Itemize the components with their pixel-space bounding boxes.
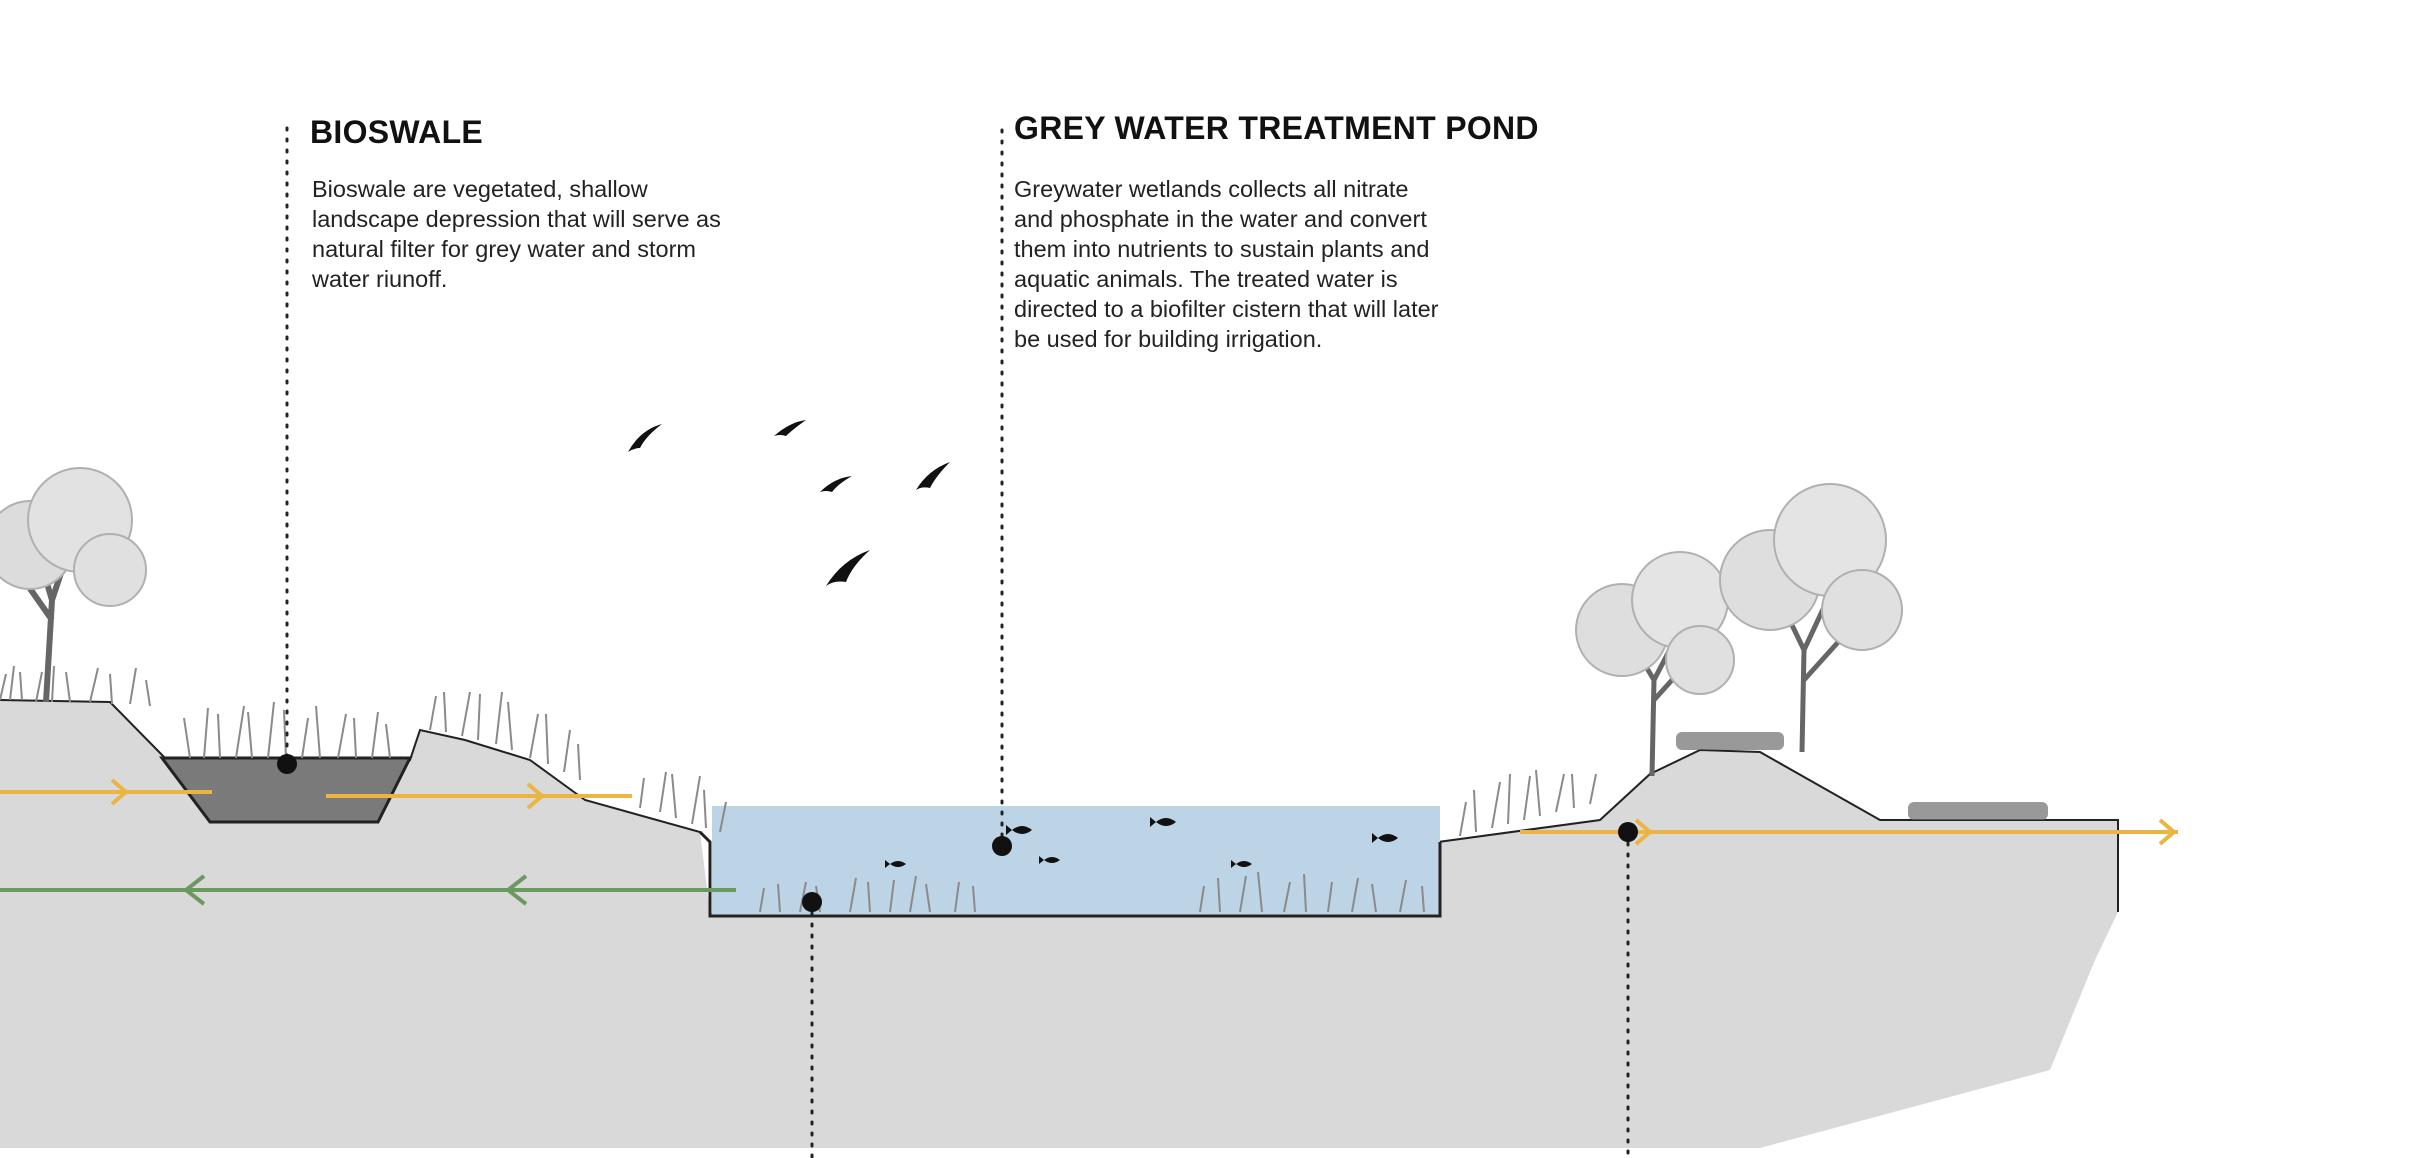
shrub (1908, 802, 2048, 820)
arrow-right-icon (2158, 818, 2178, 846)
arrow-right-icon (526, 782, 546, 810)
pond-water (712, 806, 1440, 914)
pond-outline (698, 830, 1442, 918)
marker-pond (992, 836, 1012, 856)
bird-icon (628, 420, 950, 586)
marker-outflow (1618, 822, 1638, 842)
bioswale-basin (159, 756, 413, 824)
fish-icon (885, 817, 1398, 868)
arrow-right-icon (1634, 818, 1654, 846)
callout-markers (277, 754, 1638, 912)
tree-icon (1719, 483, 1903, 753)
marker-bioswale (277, 754, 297, 774)
bioswale-title: BIOSWALE (310, 114, 484, 150)
marker-wetland-plants (802, 892, 822, 912)
ground-section (0, 700, 2118, 1148)
arrow-left-icon (182, 874, 206, 906)
leader-lines (285, 126, 1630, 1158)
grass-icon (0, 665, 1597, 913)
tree-icon (1575, 551, 1735, 777)
tree-icon (0, 467, 147, 703)
treatment-pond-title: GREY WATER TREATMENT POND (1014, 110, 1539, 146)
treatment-pond-description: Greywater wetlands collects all nitrate … (1014, 176, 1439, 352)
shrub (1676, 732, 1784, 750)
arrow-right-icon (110, 778, 130, 806)
arrow-left-icon (504, 874, 528, 906)
bioswale-description: Bioswale are vegetated, shallow landscap… (312, 176, 721, 292)
return-flow (0, 874, 736, 906)
